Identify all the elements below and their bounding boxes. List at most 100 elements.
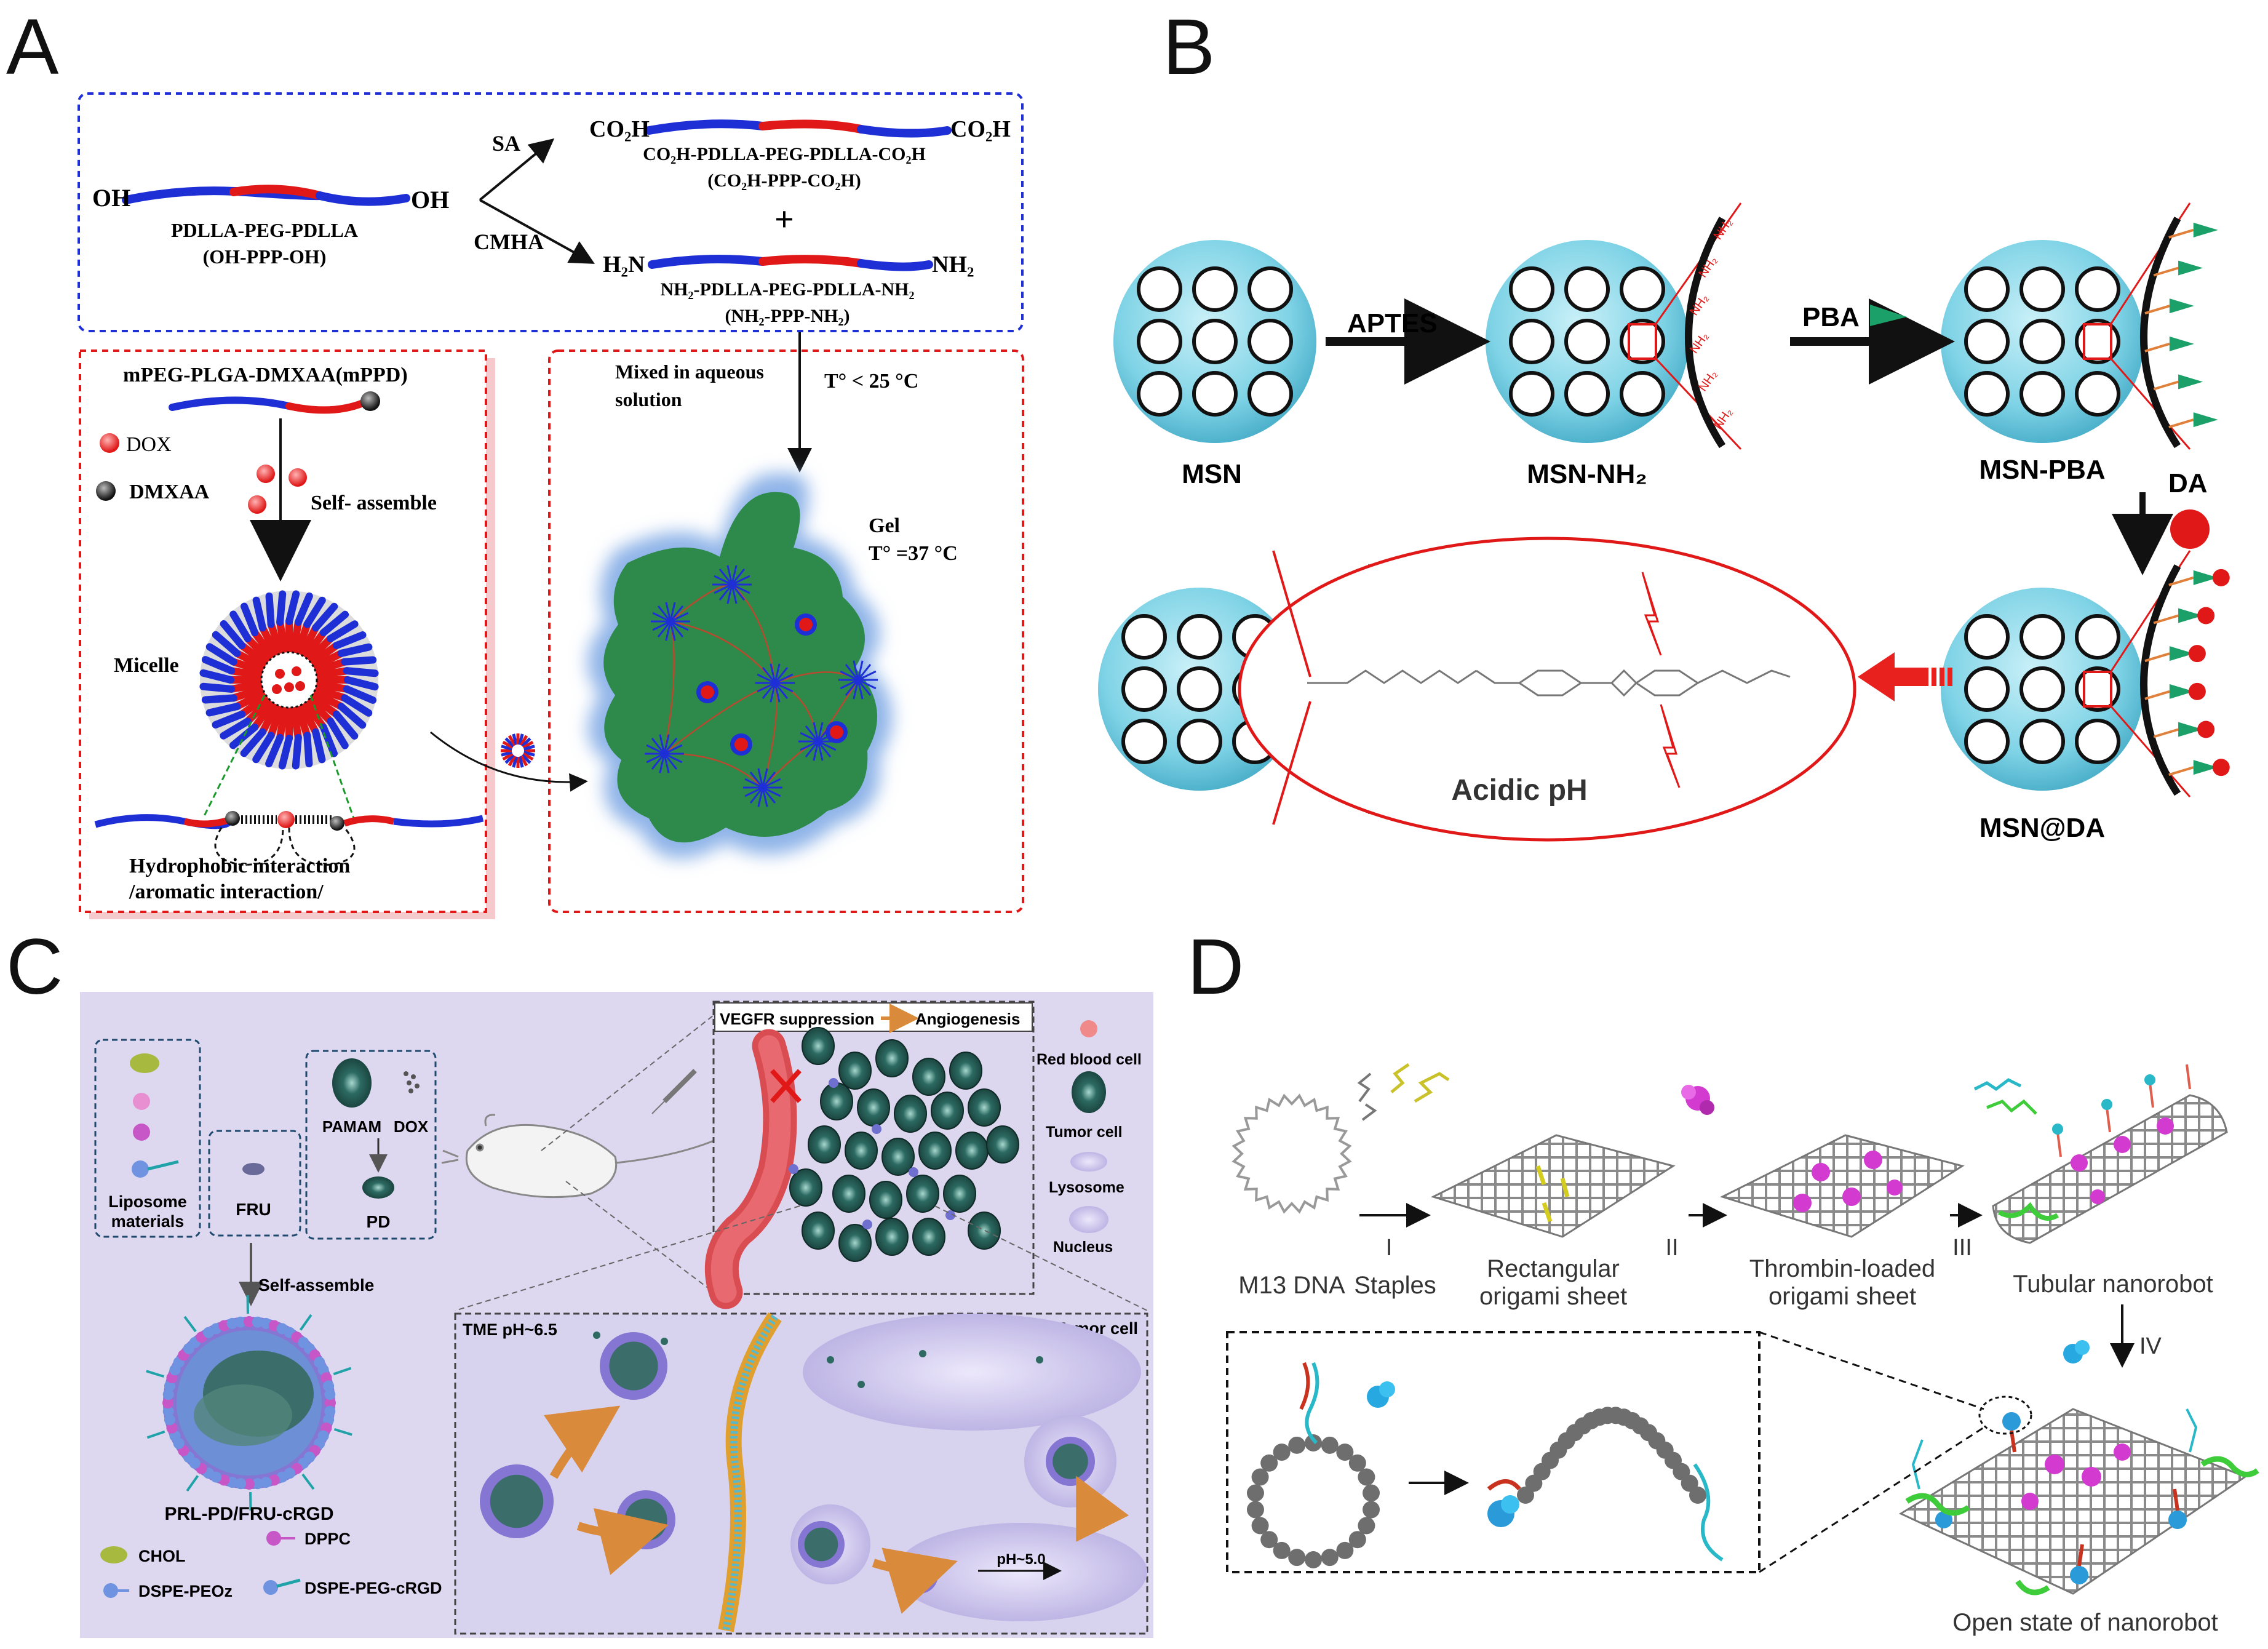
inset-zoom-line bbox=[1759, 1426, 1984, 1573]
gel-micelle-ray bbox=[774, 663, 781, 684]
vegfr-label: VEGFR suppression bbox=[720, 1010, 874, 1028]
micelle-shell-chain bbox=[265, 592, 275, 628]
tumor-cell bbox=[986, 1125, 1019, 1164]
micelle-dox bbox=[272, 684, 282, 694]
thrombin-label-2: origami sheet bbox=[1769, 1283, 1916, 1310]
dna-bead bbox=[1348, 1531, 1366, 1549]
pba-group bbox=[2178, 374, 2203, 389]
micelle-shell-chain bbox=[241, 602, 259, 637]
tumor-cell-cluster bbox=[789, 1027, 1019, 1262]
lipid-head bbox=[235, 1478, 247, 1490]
open-state-label: Open state of nanorobot bbox=[1952, 1609, 2218, 1636]
gel-drug-core bbox=[830, 725, 843, 739]
pba-group bbox=[2178, 722, 2203, 737]
rect-label-1: Rectangular bbox=[1487, 1255, 1620, 1282]
gel-micelle-ray bbox=[857, 660, 864, 681]
tumor-cell bbox=[802, 1027, 835, 1065]
micelle-core-chain bbox=[301, 629, 327, 661]
micelle-core-chain bbox=[312, 667, 351, 679]
tumor-cell bbox=[875, 1039, 909, 1077]
tumor-cell-label: Tumor cell bbox=[1046, 1124, 1123, 1141]
flow-arrow bbox=[544, 1405, 621, 1479]
chol-icon bbox=[130, 1053, 159, 1073]
gel-micelle-ray bbox=[757, 787, 764, 807]
legend-chol-icon bbox=[100, 1546, 127, 1563]
micelle-shell-chain bbox=[327, 620, 359, 642]
pba-group bbox=[2169, 298, 2194, 314]
dmxaa-legend-icon bbox=[96, 481, 116, 501]
prl-label: PRL-PD/FRU-cRGD bbox=[165, 1504, 334, 1524]
release-arrow bbox=[1858, 652, 1928, 701]
lipid-head bbox=[252, 1478, 263, 1490]
micelle-shell-chain bbox=[201, 694, 237, 704]
gel-micelle-ray bbox=[718, 584, 733, 601]
micelle-core-chain bbox=[311, 684, 349, 702]
self-assemble-label-c: Self-assemble bbox=[258, 1276, 374, 1295]
micelle-shell-chain bbox=[278, 735, 293, 770]
pba-group bbox=[2178, 260, 2203, 276]
micelle-core-chain bbox=[244, 695, 274, 725]
mixed-label-2: solution bbox=[615, 388, 682, 410]
mini-micelle-core bbox=[512, 745, 523, 756]
interaction-chain-red-2 bbox=[343, 815, 395, 827]
gel-micelle-ray bbox=[762, 667, 776, 684]
tumor-cell bbox=[943, 1175, 976, 1213]
dna-bead bbox=[1348, 1454, 1366, 1472]
dox-legend-icon bbox=[100, 433, 119, 453]
oh-left-label: OH bbox=[92, 184, 130, 212]
msn-nh2-label: MSN-NH₂ bbox=[1527, 459, 1647, 489]
released-drug bbox=[661, 1338, 668, 1345]
gel-drug-core bbox=[701, 685, 714, 699]
micelle-shell-chain bbox=[343, 685, 377, 704]
dna-bead bbox=[1336, 1443, 1354, 1461]
nh2-chain-left bbox=[648, 255, 767, 269]
msn-pore bbox=[1620, 266, 1665, 312]
thrombin-origami-sheet bbox=[1719, 1134, 1965, 1238]
dna-bead bbox=[1321, 1436, 1339, 1454]
ppp-chain-right bbox=[316, 191, 410, 206]
interaction-arc bbox=[214, 827, 284, 866]
micelle-shell-chain bbox=[199, 669, 234, 684]
gel-micelle-ray bbox=[744, 778, 763, 789]
da-drug bbox=[2212, 759, 2230, 777]
co2h-chain-right bbox=[857, 125, 952, 138]
mini-micelle-chain bbox=[504, 754, 515, 764]
gel-micelle-ray bbox=[762, 786, 781, 797]
gel-micelle-ray bbox=[857, 679, 864, 700]
syringe-icon bbox=[651, 1069, 697, 1114]
gel-micelle-ray bbox=[770, 682, 776, 703]
lipid-head bbox=[325, 1397, 336, 1408]
zoom-line bbox=[2109, 357, 2191, 450]
gel-micelle-ray bbox=[818, 740, 837, 751]
gel-micelle-ray bbox=[664, 744, 683, 755]
micelle-shell-chain bbox=[337, 643, 373, 657]
msn-pore bbox=[1564, 319, 1610, 364]
msn-pore bbox=[1137, 371, 1182, 417]
micelle-core-chain bbox=[258, 701, 281, 736]
co2h-abbrev: (CO₂H-PPP-CO₂H) bbox=[707, 170, 861, 191]
micelle-core-chain bbox=[290, 618, 302, 657]
legend-dppc-icon bbox=[266, 1531, 281, 1546]
gel-micelle-ray bbox=[857, 679, 872, 696]
co2h-name: CO₂H-PDLLA-PEG-PDLLA-CO₂H bbox=[643, 144, 926, 164]
staples-yellow-icon bbox=[1390, 1063, 1450, 1103]
tumor-cell bbox=[949, 1052, 982, 1090]
msn-surface-arc bbox=[2140, 217, 2181, 449]
lipid-head bbox=[244, 1316, 255, 1327]
gel-micelle-ray bbox=[726, 584, 733, 604]
nucleus-icon bbox=[1069, 1206, 1108, 1233]
gel-micelle-ray bbox=[800, 732, 819, 743]
mini-micelle-chain bbox=[523, 745, 535, 751]
liposome-core bbox=[804, 1527, 838, 1562]
micelle-shell-chain bbox=[343, 667, 379, 677]
m13-zigzag bbox=[1231, 1093, 1352, 1214]
lysosome-icon bbox=[1070, 1152, 1107, 1172]
msn-pore bbox=[1137, 319, 1182, 364]
co2h-chain-left bbox=[645, 119, 767, 135]
pore-highlight bbox=[1628, 323, 1657, 360]
dna-bead bbox=[1363, 1484, 1380, 1502]
da-icon bbox=[2170, 509, 2210, 549]
released-drug bbox=[857, 1381, 865, 1388]
pba-group bbox=[2169, 646, 2194, 661]
